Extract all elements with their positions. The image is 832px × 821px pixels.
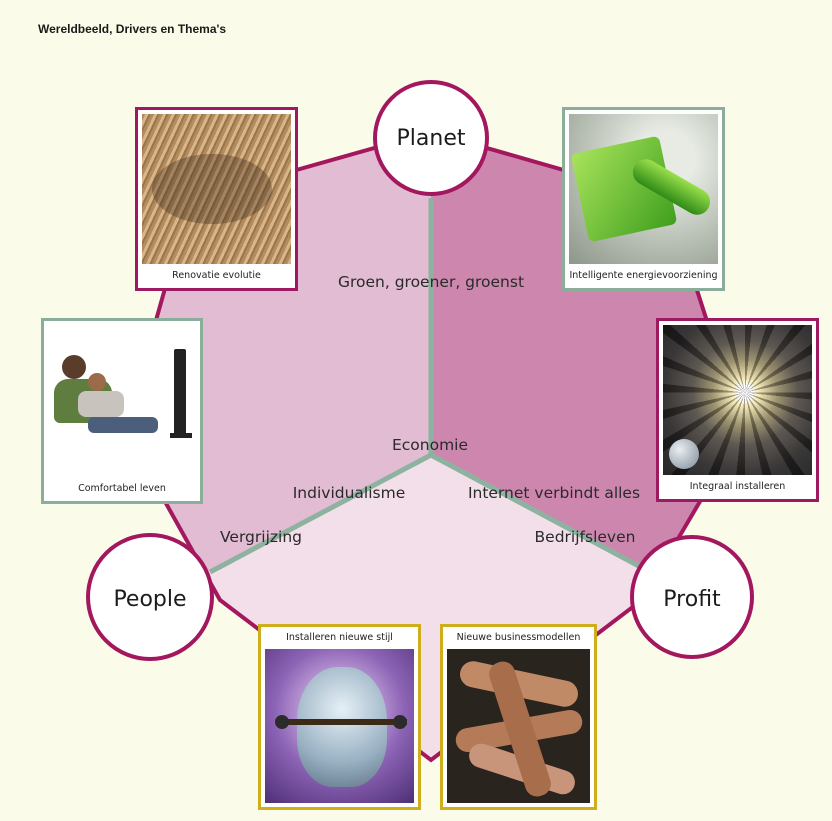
theme-caption: Integraal installeren xyxy=(689,481,786,492)
hub-planet: Planet xyxy=(373,80,489,196)
theme-caption: Nieuwe businessmodellen xyxy=(456,632,581,643)
theme-card-nieuwe-stijl: Installeren nieuwe stijl xyxy=(258,624,421,810)
theme-card-business: Nieuwe businessmodellen xyxy=(440,624,597,810)
couple-watching-tv-photo xyxy=(48,325,196,477)
tunnel-structure-photo xyxy=(663,325,812,475)
theme-card-integraal: Integraal installeren xyxy=(656,318,819,502)
hub-profit-label: Profit xyxy=(663,587,721,612)
theme-card-renovatie: Renovatie evolutie xyxy=(135,107,298,291)
theme-card-energie: Intelligente energievoorziening xyxy=(562,107,725,291)
driver-groen: Groen, groener, groenst xyxy=(338,273,524,291)
theme-caption: Intelligente energievoorziening xyxy=(569,270,718,281)
driver-vergrijzing: Vergrijzing xyxy=(220,528,302,546)
center-label: Economie xyxy=(392,436,468,454)
driver-internet: Internet verbindt alles xyxy=(468,484,640,502)
hub-people-label: People xyxy=(113,587,186,612)
divider-people xyxy=(208,452,433,575)
wooden-ceiling-photo xyxy=(142,114,291,264)
theme-caption: Renovatie evolutie xyxy=(172,270,261,281)
driver-individualisme: Individualisme xyxy=(293,484,406,502)
hub-profit: Profit xyxy=(630,535,754,659)
page-title: Wereldbeeld, Drivers en Thema's xyxy=(38,22,227,36)
hub-planet-label: Planet xyxy=(397,126,466,151)
theme-caption: Installeren nieuwe stijl xyxy=(286,632,393,643)
robot-head-headset-photo xyxy=(265,649,414,803)
divider-profit xyxy=(429,452,652,575)
theme-caption: Comfortabel leven xyxy=(78,483,166,494)
driver-bedrijfsleven: Bedrijfsleven xyxy=(535,528,636,546)
theme-card-comfortabel: Comfortabel leven xyxy=(41,318,203,504)
green-plug-photo xyxy=(569,114,718,264)
linked-hands-photo xyxy=(447,649,590,803)
hub-people: People xyxy=(86,533,214,661)
